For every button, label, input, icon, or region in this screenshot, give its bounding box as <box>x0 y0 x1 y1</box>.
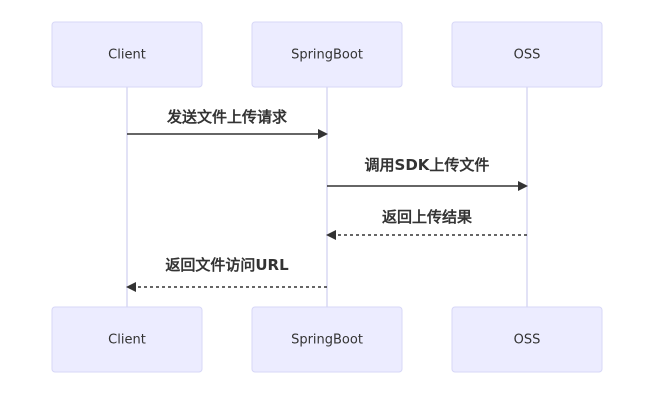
arrowhead <box>318 129 328 139</box>
actor-oss-bottom-label: OSS <box>514 333 541 348</box>
actor-oss-bottom: OSS <box>451 306 603 373</box>
actor-client-top-label: Client <box>108 48 146 63</box>
actor-springboot-bottom: SpringBoot <box>251 306 403 373</box>
actor-client-bottom: Client <box>51 306 203 373</box>
arrowhead <box>326 230 336 240</box>
arrowhead <box>126 282 136 292</box>
actor-springboot-bottom-label: SpringBoot <box>291 333 363 348</box>
actor-oss-top-label: OSS <box>514 48 541 63</box>
actor-client-top: Client <box>51 21 203 88</box>
message-call-sdk-label: 调用SDK上传文件 <box>365 156 490 174</box>
message-upload-result-label: 返回上传结果 <box>382 208 473 226</box>
message-call-sdk: 调用SDK上传文件 <box>327 156 528 191</box>
actor-oss-top: OSS <box>451 21 603 88</box>
message-upload-result: 返回上传结果 <box>326 208 527 240</box>
message-return-url: 返回文件访问URL <box>126 256 327 292</box>
message-return-url-label: 返回文件访问URL <box>165 256 289 274</box>
message-upload-request-label: 发送文件上传请求 <box>166 108 288 126</box>
arrowhead <box>518 181 528 191</box>
actor-client-bottom-label: Client <box>108 333 146 348</box>
message-upload-request: 发送文件上传请求 <box>127 108 328 139</box>
actor-springboot-top-label: SpringBoot <box>291 48 363 63</box>
actor-springboot-top: SpringBoot <box>251 21 403 88</box>
